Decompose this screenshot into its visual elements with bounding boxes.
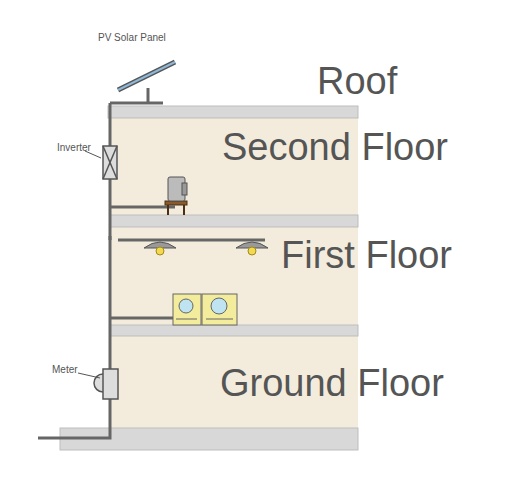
floor-label: Second Floor (222, 128, 448, 166)
floor-label: Ground Floor (220, 364, 444, 402)
floor-slab (110, 325, 358, 336)
part-label: Meter (52, 365, 78, 375)
solar-panel (118, 62, 175, 90)
roof-label: Roof (317, 62, 397, 100)
ceiling-lamps (144, 242, 268, 255)
washer-dryer (173, 294, 237, 325)
solar-panel-label: PV Solar Panel (98, 33, 166, 43)
meter-symbol (94, 369, 118, 399)
solar-panel (118, 62, 175, 90)
inverter-symbol (103, 146, 117, 179)
part-label: Inverter (57, 143, 91, 153)
leader-line (78, 373, 100, 378)
floor-label: First Floor (281, 236, 452, 274)
device-on-desk (165, 177, 187, 215)
roof-slab (108, 106, 358, 118)
floor-slab (110, 215, 358, 227)
